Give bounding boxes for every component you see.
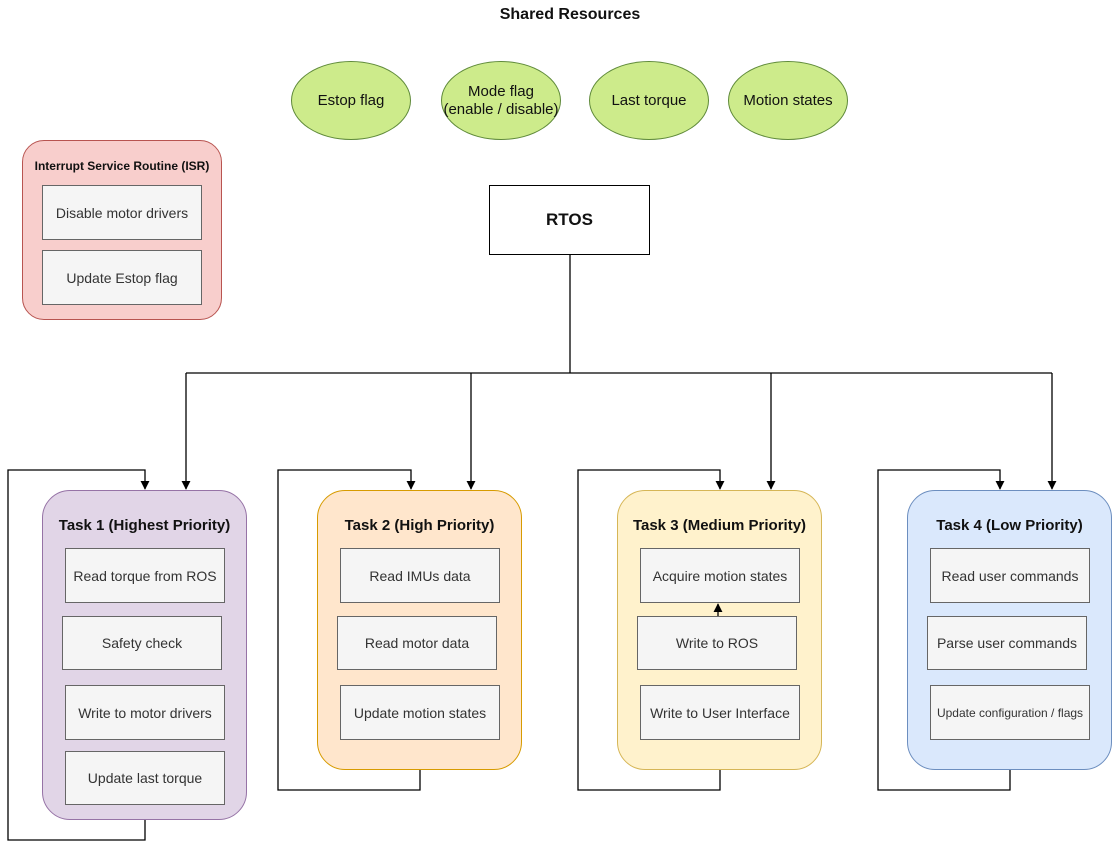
task-step: Read motor data: [337, 616, 497, 670]
resource-motion-states: Motion states: [728, 61, 848, 140]
isr-step: Disable motor drivers: [42, 185, 202, 240]
task-step: Write to ROS: [637, 616, 797, 670]
task-title: Task 3 (Medium Priority): [632, 517, 807, 534]
isr-step: Update Estop flag: [42, 250, 202, 305]
task-title: Task 1 (Highest Priority): [58, 517, 231, 534]
diagram-title: Shared Resources: [499, 6, 641, 23]
task-step: Read IMUs data: [340, 548, 500, 603]
task-1-loop-arrow: [7, 469, 150, 841]
task-step: Update last torque: [65, 751, 225, 805]
task-step: Safety check: [62, 616, 222, 670]
task-step: Write to User Interface: [640, 685, 800, 740]
resource-label: Motion states: [743, 91, 833, 109]
task-step: Parse user commands: [927, 616, 1087, 670]
task-step: Acquire motion states: [640, 548, 800, 603]
task-3-loop-arrow: [577, 469, 725, 791]
task-title: Task 4 (Low Priority): [936, 517, 1083, 534]
task-step: Read user commands: [930, 548, 1090, 603]
task-4-loop-arrow: [877, 469, 1011, 791]
resource-mode-flag: Mode flag (enable / disable): [441, 61, 561, 140]
task-step: Update motion states: [340, 685, 500, 740]
rtos-box: RTOS: [489, 185, 650, 255]
task-title: Task 2 (High Priority): [344, 517, 495, 534]
task-2-loop-arrow: [277, 469, 421, 791]
resource-last-torque: Last torque: [589, 61, 709, 140]
task-step: Write to motor drivers: [65, 685, 225, 740]
resource-label: Mode flag (enable / disable): [443, 82, 559, 118]
isr-title: Interrupt Service Routine (ISR): [34, 159, 210, 173]
task-step: Read torque from ROS: [65, 548, 225, 603]
resource-estop-flag: Estop flag: [291, 61, 411, 140]
resource-label: Last torque: [611, 91, 687, 109]
task-step: Update configuration / flags: [930, 685, 1090, 740]
resource-label: Estop flag: [317, 91, 385, 109]
